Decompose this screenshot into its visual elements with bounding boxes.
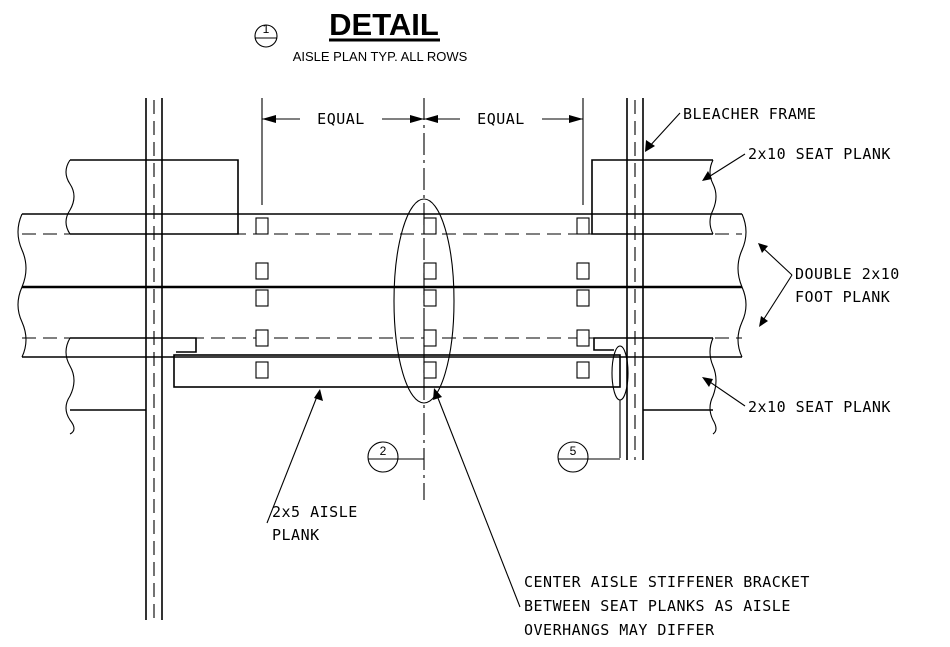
seat-plank-bottom-left: [65, 337, 197, 435]
seat-plank-top-right: [591, 159, 717, 235]
label-seat-plank-bottom: 2x10 SEAT PLANK: [748, 398, 891, 416]
aisle-plank: [173, 354, 621, 388]
label-stiffener-line3: OVERHANGS MAY DIFFER: [524, 621, 715, 639]
dimension-equal-left: EQUAL: [317, 110, 365, 128]
label-aisle-plank-line1: 2x5 AISLE: [272, 503, 358, 521]
detail-title-block: 1 DETAIL AISLE PLAN TYP. ALL ROWS: [254, 7, 468, 64]
stiffener-bracket-ellipse: [393, 198, 455, 404]
bolt-column-left: [255, 217, 269, 379]
equal-dimension: EQUAL EQUAL: [262, 110, 583, 128]
leader-lines: [266, 112, 793, 608]
section-ref-5: 5: [557, 441, 620, 473]
detail-title: DETAIL: [329, 7, 439, 42]
detail-subtitle: AISLE PLAN TYP. ALL ROWS: [293, 49, 468, 64]
label-foot-plank-line1: DOUBLE 2x10: [795, 265, 900, 283]
dimension-equal-right: EQUAL: [477, 110, 525, 128]
section-ref-2: 2: [367, 441, 424, 473]
bleacher-frame-left: [145, 98, 163, 620]
bolt-column-center: [423, 217, 437, 379]
seat-plank-bottom-right: [593, 337, 717, 435]
bolt-column-right: [576, 217, 590, 379]
double-foot-plank: [17, 213, 747, 358]
detail-marker-number: 1: [263, 22, 270, 36]
label-bleacher-frame: BLEACHER FRAME: [683, 105, 816, 123]
seat-plank-top-left: [65, 159, 239, 235]
label-stiffener-line1: CENTER AISLE STIFFENER BRACKET: [524, 573, 810, 591]
section-ref-2-number: 2: [380, 444, 387, 458]
section-ref-5-number: 5: [570, 444, 577, 458]
bleacher-frame-right: [626, 98, 644, 460]
label-seat-plank-top: 2x10 SEAT PLANK: [748, 145, 891, 163]
dimension-extension-lines: [261, 98, 584, 205]
label-stiffener-line2: BETWEEN SEAT PLANKS AS AISLE: [524, 597, 791, 615]
label-aisle-plank-line2: PLANK: [272, 526, 320, 544]
detail-marker-circle: [254, 24, 278, 48]
label-foot-plank-line2: FOOT PLANK: [795, 288, 890, 306]
hidden-plank-edges: [22, 233, 742, 339]
